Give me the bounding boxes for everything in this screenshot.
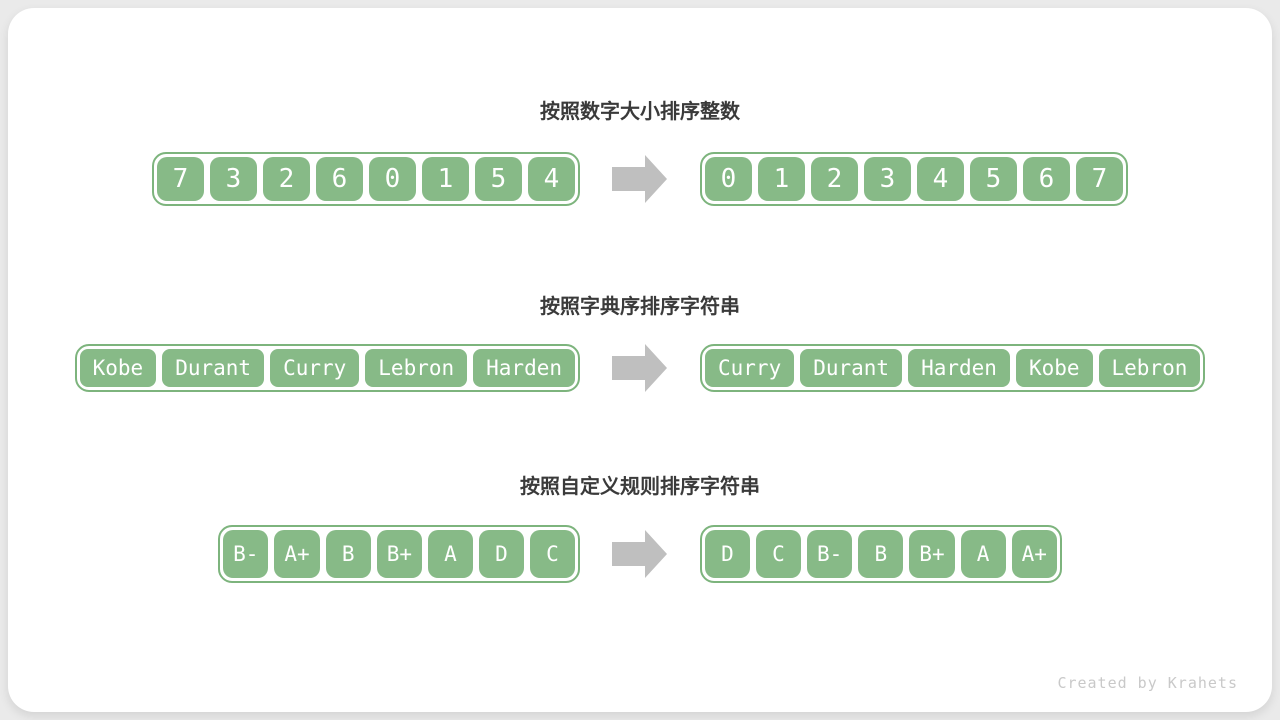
array-cell: 5 — [475, 157, 522, 201]
array-cell: A — [960, 530, 1006, 578]
array-cell: B+ — [376, 530, 422, 578]
array-cell: 7 — [1076, 157, 1123, 201]
array-cell: Harden — [908, 349, 1010, 387]
array-cell: 0 — [705, 157, 752, 201]
array-cell: Curry — [705, 349, 795, 387]
array-cell: D — [479, 530, 524, 578]
array-cell: 5 — [970, 157, 1017, 201]
array-cell: A+ — [274, 530, 320, 578]
array-cell: 6 — [1023, 157, 1070, 201]
array-cell: 0 — [369, 157, 416, 201]
array-cell: 7 — [157, 157, 204, 201]
array-cell: 2 — [811, 157, 858, 201]
array-cell: A+ — [1011, 530, 1057, 578]
array-cell: 6 — [316, 157, 363, 201]
arrow-right-icon — [612, 154, 668, 204]
array-cell: C — [756, 530, 801, 578]
array-cell: Curry — [270, 349, 360, 387]
array-cell: Harden — [473, 349, 575, 387]
array-cell: 3 — [210, 157, 257, 201]
array-cell: 4 — [528, 157, 575, 201]
array-cell: D — [705, 530, 750, 578]
array-cell: Durant — [162, 349, 265, 387]
array-cell: 1 — [422, 157, 469, 201]
array-cell: 4 — [917, 157, 964, 201]
array-cell: Lebron — [365, 349, 468, 387]
array-cell: Kobe — [79, 349, 157, 387]
arrow-right-icon — [612, 529, 668, 579]
arrow-right-icon — [612, 343, 668, 393]
array-cell: B- — [223, 530, 269, 578]
section-title: 按照数字大小排序整数 — [540, 101, 740, 123]
array-cell: A — [428, 530, 473, 578]
array-cell: 3 — [864, 157, 911, 201]
array-cell: B — [325, 530, 371, 578]
array-cell: 1 — [758, 157, 805, 201]
array-cell: B+ — [909, 530, 955, 578]
array-cell: Lebron — [1098, 349, 1201, 387]
array-cell: Kobe — [1015, 349, 1093, 387]
array-cell: Durant — [800, 349, 903, 387]
array-cell: 2 — [263, 157, 310, 201]
section-title: 按照字典序排序字符串 — [540, 296, 740, 318]
section-title: 按照自定义规则排序字符串 — [520, 476, 760, 498]
array-cell: B- — [807, 530, 853, 578]
array-cell: B — [858, 530, 904, 578]
array-cell: C — [530, 530, 575, 578]
watermark: Created by Krahets — [1057, 674, 1238, 692]
